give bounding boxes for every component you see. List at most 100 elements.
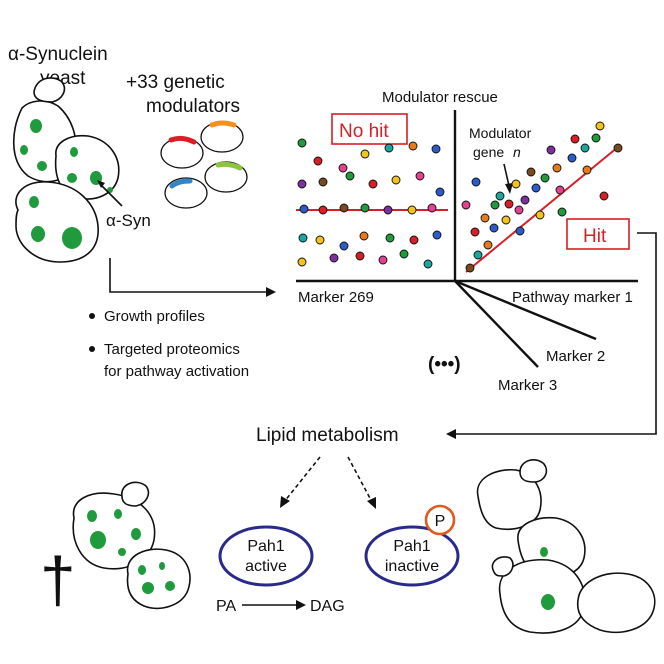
plot-point: [495, 191, 505, 201]
marker3-axis: [454, 280, 539, 368]
rescued-yeast-cells: [476, 459, 656, 634]
plot-point: [515, 226, 525, 236]
plot-point: [490, 200, 500, 210]
dead-yeast-bud: [121, 481, 150, 507]
phosphate-circle: [424, 504, 456, 536]
plasmid: [160, 137, 204, 169]
plot-point: [355, 251, 365, 261]
dashed-arrow-inactive: [347, 456, 373, 503]
plot-point: [555, 185, 565, 195]
pa-label: PA: [216, 598, 236, 615]
axis-label-marker-2: Marker 2: [546, 348, 605, 365]
inclusion-dot: [20, 145, 28, 155]
no-hit-points: [297, 138, 445, 269]
plot-point: [298, 233, 308, 243]
plot-point: [613, 143, 623, 153]
plot-point: [423, 259, 433, 269]
rescued-yeast-cell-right: [576, 572, 656, 634]
plot-point: [432, 230, 442, 240]
plot-point: [368, 179, 378, 189]
inclusion-dot: [131, 528, 141, 540]
pah1-inactive-node: [364, 525, 460, 587]
modulators-title-line1: +33 genetic: [126, 72, 225, 93]
inclusion-dot: [541, 594, 555, 610]
inclusion-dot: [90, 531, 106, 549]
axis-label-pathway-marker-1: Pathway marker 1: [512, 289, 633, 306]
plot-point: [313, 156, 323, 166]
axis-label-marker-3: Marker 3: [498, 377, 557, 394]
dead-yeast-cell-small: [126, 548, 191, 610]
plot-point: [480, 213, 490, 223]
modulator-pointer-arrow: [503, 163, 510, 187]
plot-point: [345, 171, 355, 181]
inclusion-dot: [62, 227, 82, 249]
inclusion-dot: [114, 509, 122, 519]
plot-point: [359, 231, 369, 241]
hit-box: [566, 218, 630, 250]
plot-point: [409, 235, 419, 245]
plot-point: [526, 167, 536, 177]
modulator-gene-label-line2: gene: [473, 144, 504, 160]
plasmid: [200, 121, 244, 153]
pah1-inactive-line2: inactive: [385, 558, 439, 575]
plot-point: [557, 207, 567, 217]
plot-point: [385, 233, 395, 243]
modulator-gene-label-n: n: [513, 144, 521, 160]
plasmid-group: [160, 120, 248, 209]
plot-point: [383, 205, 393, 215]
plot-point: [514, 205, 524, 215]
plot-point: [489, 223, 499, 233]
bullet-proteomics-line2: for pathway activation: [104, 363, 249, 380]
inclusion-dot: [165, 581, 175, 591]
asyn-yeast-cells: [13, 77, 120, 263]
asyn-pointer-arrowhead: [97, 180, 105, 188]
modulator-gene-label-line1: Modulator: [469, 125, 532, 141]
plot-point: [470, 227, 480, 237]
plot-point: [339, 241, 349, 251]
plot-point: [552, 163, 562, 173]
modulator-pointer-arrowhead: [505, 183, 513, 194]
inclusion-dot: [70, 147, 78, 157]
hit-trend-line: [465, 146, 619, 273]
inclusion-dot: [540, 547, 548, 557]
plot-point: [338, 163, 348, 173]
dashed-arrowhead-active: [280, 496, 290, 508]
hit-to-lipid-arrow: [456, 232, 657, 435]
plot-point: [315, 235, 325, 245]
plot-point: [582, 165, 592, 175]
plot-point: [384, 143, 394, 153]
marker2-axis: [454, 279, 597, 341]
screen-to-plot-arrowhead: [266, 287, 276, 297]
plot-point: [297, 257, 307, 267]
no-hit-label: No hit: [339, 121, 389, 142]
dead-yeast-cells: [72, 481, 191, 610]
plot-point: [540, 173, 550, 183]
inclusion-dot: [37, 161, 47, 171]
rescued-yeast-cell-top: [476, 469, 542, 530]
plot-point: [535, 210, 545, 220]
inclusion-dot: [159, 562, 165, 570]
plasmid-insert-orange: [209, 120, 237, 128]
plot-point: [461, 200, 471, 210]
plot-point: [595, 121, 605, 131]
plot-point: [318, 205, 328, 215]
phosphate-label: P: [435, 513, 446, 530]
plot-point: [408, 141, 418, 151]
yeast-bud-top: [33, 77, 66, 103]
pah1-active-node: [218, 525, 314, 587]
plot-point: [378, 255, 388, 265]
plot-point: [599, 191, 609, 201]
plot-point: [431, 144, 441, 154]
hit-label: Hit: [583, 226, 607, 247]
plot-point: [531, 183, 541, 193]
inclusion-dot: [67, 173, 77, 183]
rescued-yeast-bud: [519, 459, 548, 483]
plot-point: [483, 240, 493, 250]
plot-point: [473, 250, 483, 260]
plot-point: [504, 199, 514, 209]
plot-point: [570, 134, 580, 144]
inclusion-dot: [118, 548, 126, 556]
plot-point: [407, 205, 417, 215]
